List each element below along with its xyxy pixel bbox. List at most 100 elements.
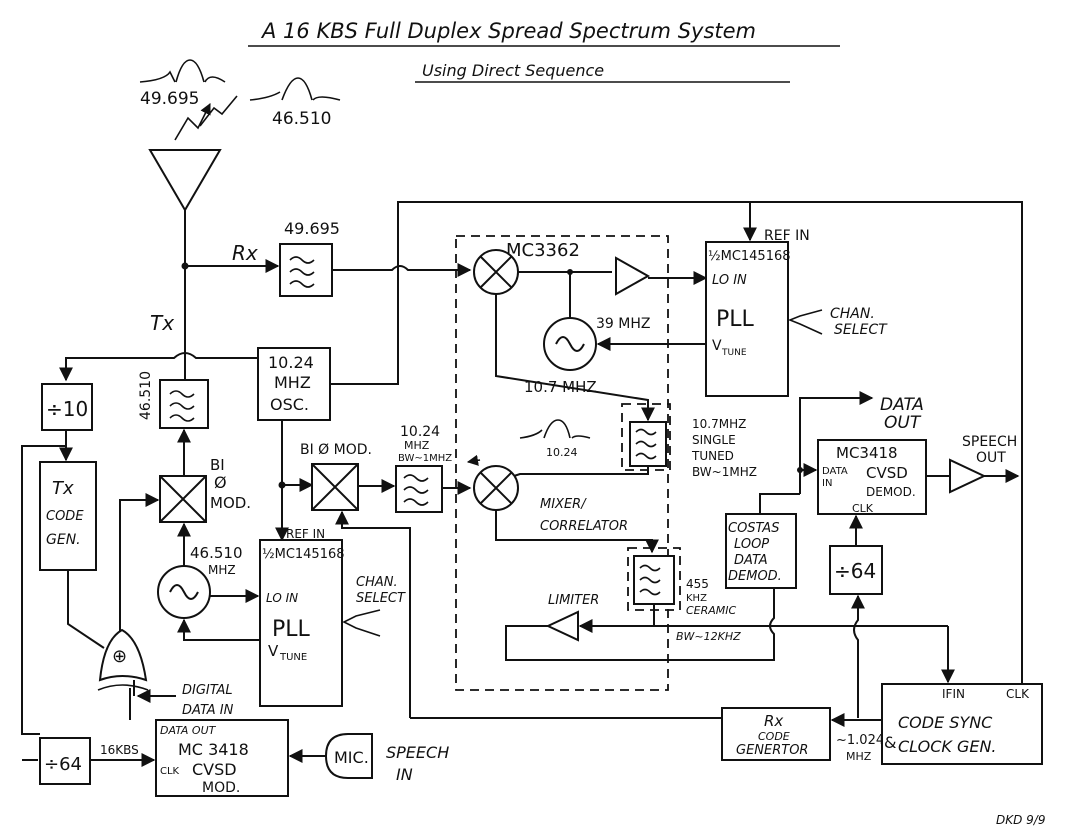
speech-in-2: IN: [396, 765, 413, 784]
cvsd-demod-block: [817, 439, 927, 515]
pll2-block: [705, 241, 789, 397]
pll1-name: PLL: [272, 617, 311, 642]
costas-1: COSTAS: [728, 521, 779, 536]
bimod-1: BI: [210, 456, 225, 474]
pll1-block: [259, 539, 343, 707]
pll2-name: PLL: [716, 307, 755, 332]
txcode-2: CODE: [46, 509, 84, 524]
pll2-lo: LO IN: [712, 273, 747, 288]
costas-block: [725, 513, 797, 589]
speech-in-1: SPEECH: [386, 743, 449, 762]
rxcode-2: CODE: [758, 730, 790, 743]
if1-label: 10.7 MHZ: [524, 378, 597, 396]
txcode-3: GEN.: [46, 532, 81, 548]
tx-code-gen-block: [39, 461, 97, 571]
demod-clk: CLK: [852, 502, 874, 515]
tx-label: Tx: [150, 311, 174, 335]
chan1-b: SELECT: [356, 591, 406, 606]
if-filter-2: SINGLE: [692, 433, 736, 447]
xor-sym: ⊕: [112, 646, 127, 667]
demod-datain-2: IN: [822, 478, 832, 489]
pll1-ref: REF IN: [286, 527, 325, 541]
bpf-2: MHZ: [404, 439, 430, 452]
costas-3: DATA: [734, 553, 768, 568]
sync-ifin: IFIN: [942, 687, 965, 701]
osc-label-3: OSC.: [270, 395, 309, 414]
mixer-label-2: CORRELATOR: [540, 519, 628, 534]
bandpass-icon: [289, 256, 315, 288]
page-title: A 16 KBS Full Duplex Spread Spectrum Sys…: [260, 19, 756, 43]
bpf-3: BW~1MHZ: [398, 453, 452, 464]
digital-1: DIGITAL: [182, 683, 233, 698]
costas-4: DEMOD.: [728, 569, 782, 584]
xor-gate: [98, 628, 148, 682]
rf-freq-a: 49.695: [140, 89, 199, 109]
rx-bandpass-filter: [279, 243, 333, 297]
mixer-label-1: MIXER/: [540, 497, 587, 512]
antenna-icon: [148, 149, 222, 380]
tx-bandpass-filter: [159, 379, 209, 429]
if-filter-4: BW~1MHZ: [692, 465, 757, 479]
mod-cvsd: CVSD: [192, 760, 237, 779]
sync-clk: CLK: [1006, 687, 1030, 701]
chan2-b: SELECT: [834, 322, 888, 338]
if1-boundary: [621, 403, 671, 471]
spec-1024: 10.24: [546, 446, 578, 459]
chan2-a: CHAN.: [830, 306, 875, 322]
div64b-label: ÷64: [834, 559, 876, 583]
pll2-vtune: V: [712, 338, 722, 354]
clk-freq-1: ~1.024: [836, 733, 884, 748]
mod-data-out: DATA OUT: [160, 724, 217, 737]
osc-label-1: 10.24: [268, 353, 314, 372]
limiter-label: LIMITER: [548, 593, 599, 608]
rx-label: Rx: [232, 241, 258, 265]
rxcode-3: GENERTOR: [736, 743, 808, 758]
signature: DKD 9/9: [996, 813, 1045, 827]
tx-filter-freq: 46.510: [138, 371, 154, 420]
chan1-a: CHAN.: [356, 575, 398, 590]
pll1-chip: ½MC145168: [262, 547, 345, 562]
rx-code-gen-block: [721, 707, 831, 761]
div64a-label: ÷64: [44, 754, 82, 775]
bimod-2: Ø: [214, 473, 227, 492]
sync-amp: &: [884, 733, 896, 752]
mod-mod: MOD.: [202, 780, 240, 796]
dataout-2: OUT: [884, 413, 922, 433]
bimod-3: MOD.: [210, 494, 251, 512]
div10-label: ÷10: [46, 397, 88, 421]
mic-label: MIC.: [334, 748, 369, 767]
dataout-1: DATA: [880, 395, 924, 415]
osc-label-2: MHZ: [274, 373, 311, 392]
cer-1: 455: [686, 577, 709, 591]
clk-freq-2: MHZ: [846, 750, 872, 763]
pll1-vtune-sub: TUNE: [279, 652, 307, 663]
cer-3: CERAMIC: [686, 604, 737, 617]
rxcode-1: Rx: [764, 712, 783, 730]
cer-2: KHZ: [686, 593, 707, 604]
txcode-1: Tx: [52, 478, 74, 499]
mod-chip: MC 3418: [178, 740, 249, 759]
bpf-1: 10.24: [400, 424, 440, 440]
sync-1: CODE SYNC: [898, 713, 993, 732]
pll1-vtune: V: [268, 642, 279, 660]
limiter-icon: [545, 610, 579, 642]
speechout-1: SPEECH: [962, 434, 1017, 450]
div10-block: [41, 383, 93, 431]
cvsd-mod-block: [155, 719, 289, 797]
if-filter-3: TUNED: [691, 449, 734, 463]
pll1-lo: LO IN: [266, 591, 298, 605]
mc3362-label: MC3362: [506, 240, 580, 261]
mod-clk: CLK: [160, 766, 180, 777]
demod-cvsd: CVSD: [866, 464, 908, 482]
costas-2: LOOP: [734, 537, 769, 552]
speechout-2: OUT: [976, 450, 1006, 466]
pll2-vtune-sub: TUNE: [721, 348, 747, 358]
pll2-ref: REF IN: [764, 228, 810, 244]
demod-chip: MC3418: [836, 444, 898, 462]
rf-freq-b: 46.510: [272, 109, 331, 129]
vco-freq-2: MHZ: [208, 563, 236, 577]
spectrum-icon: [139, 59, 341, 101]
kbs16: 16KBS: [100, 743, 139, 757]
code-sync-block: [881, 683, 1043, 765]
